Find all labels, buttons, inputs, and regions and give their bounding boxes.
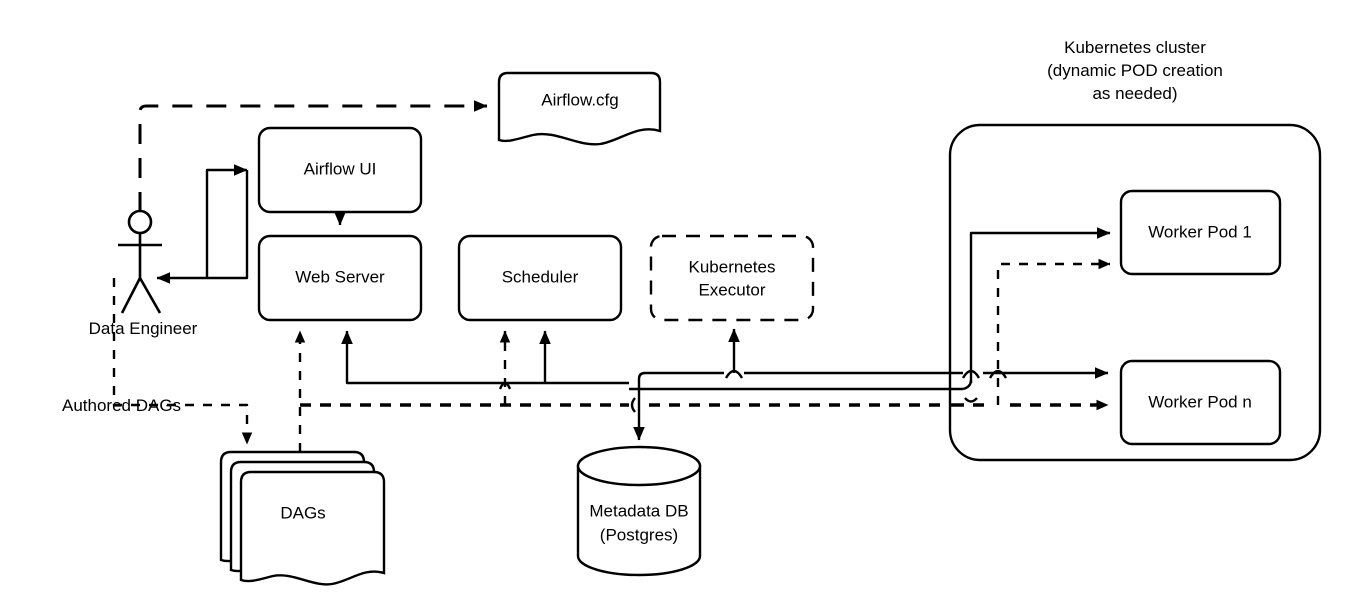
node-metadata-db[interactable]: Metadata DB (Postgres) (576, 445, 702, 577)
edge-engineer-to-airflow-cfg (138, 100, 488, 212)
edge-metadatadb-to-webserver (341, 330, 629, 385)
dags-label: DAGs (280, 503, 325, 522)
jump-hump-dashed-riser (988, 369, 1008, 379)
kubernetes-executor-label-line1: Kubernetes (689, 257, 776, 276)
jump-marker-workerpod1-riser (964, 397, 978, 403)
edge-scheduler-to-workerpod1 (629, 227, 1111, 391)
kubernetes-cluster-label-line1: Kubernetes cluster (1064, 38, 1206, 57)
node-worker-pod-n[interactable]: Worker Pod n (1119, 359, 1282, 446)
worker-pod-1-label: Worker Pod 1 (1148, 222, 1252, 241)
edge-dags-to-workerpod1 (996, 258, 1111, 405)
kubernetes-cluster-label-line3: as needed) (1092, 84, 1177, 103)
node-web-server[interactable]: Web Server (257, 234, 423, 322)
node-kubernetes-cluster[interactable] (948, 123, 1322, 462)
metadata-db-label-line1: Metadata DB (589, 501, 688, 520)
node-airflow-ui[interactable]: Airflow UI (257, 126, 423, 214)
data-engineer-label: Data Engineer (89, 319, 198, 338)
worker-pod-n-label: Worker Pod n (1148, 392, 1252, 411)
metadata-db-label-line2: (Postgres) (600, 525, 678, 544)
node-worker-pod-1[interactable]: Worker Pod 1 (1119, 189, 1282, 276)
node-dags[interactable]: DAGs (219, 450, 386, 586)
actor-data-engineer[interactable] (118, 209, 162, 314)
node-airflow-cfg[interactable]: Airflow.cfg (497, 71, 662, 146)
jump-marker-metadata-junction (630, 397, 636, 413)
edge-engineer-to-airflowui (205, 164, 248, 278)
airflow-cfg-label: Airflow.cfg (541, 90, 618, 109)
edge-airflowui-to-engineer (156, 170, 249, 284)
scheduler-label: Scheduler (502, 267, 579, 286)
node-kubernetes-executor[interactable]: Kubernetes Executor (649, 234, 815, 322)
kubernetes-executor-label-line2: Executor (698, 280, 765, 299)
jump-hump-workerpod1 (961, 369, 981, 379)
airflow-ui-label: Airflow UI (304, 159, 377, 178)
authored-dags-label: Authored DAGs (62, 396, 181, 415)
kubernetes-cluster-label-line2: (dynamic POD creation (1047, 61, 1223, 80)
edge-metadatadb-to-workerpods (637, 367, 1109, 383)
web-server-label: Web Server (295, 267, 385, 286)
node-scheduler[interactable]: Scheduler (457, 234, 623, 322)
edge-authored-dags (112, 278, 253, 445)
jump-hump-executor (724, 369, 744, 379)
